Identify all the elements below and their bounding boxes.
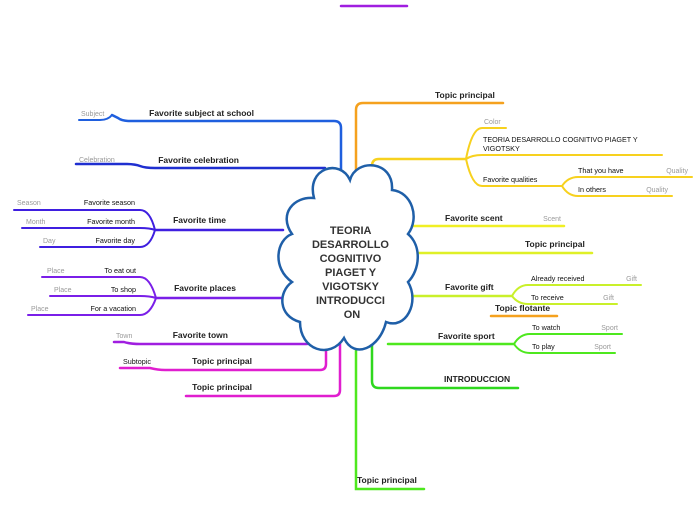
sub-line	[511, 284, 642, 297]
sub-topic: To receive	[531, 293, 564, 302]
sub-line	[13, 209, 156, 231]
center-line-2: DESARROLLO	[312, 239, 389, 251]
leaf-label: Place	[31, 306, 49, 313]
sub-line	[465, 154, 663, 160]
sub-topic: To watch	[532, 323, 560, 332]
branch-line	[370, 338, 520, 390]
branch-favorite-town[interactable]: Favorite town Town	[112, 328, 314, 346]
center-line-6: INTRODUCCI	[316, 295, 385, 307]
sub-line	[513, 343, 616, 354]
branch-topic-principal-top[interactable]: Topic principal	[354, 90, 505, 182]
sub-topic-long: TEORIA DESARROLLO COGNITIVO PIAGET Y VIG…	[483, 135, 640, 153]
branch-topic-principal-2[interactable]: Topic principal	[184, 338, 342, 398]
center-line-7: ON	[344, 309, 361, 321]
branch-line	[354, 101, 505, 182]
sub-line	[27, 297, 157, 316]
branch-title: Favorite places	[174, 283, 236, 293]
branch-topic-principal-right[interactable]: Topic principal	[414, 239, 594, 255]
branch-introduccion[interactable]: INTRODUCCION	[370, 338, 520, 390]
floating-topic-title: Topic flotante	[495, 303, 550, 313]
line-2: VIGOTSKY	[483, 144, 520, 153]
leaf-line	[561, 176, 693, 187]
branch-title: INTRODUCCION	[444, 374, 510, 384]
branch-title: Topic principal	[525, 239, 585, 249]
branch-title: Favorite time	[173, 215, 226, 225]
sub-topic: To shop	[111, 285, 136, 294]
sub-topic: Already received	[531, 274, 585, 283]
branch-title: Favorite town	[173, 330, 228, 340]
leaf-label: Season	[17, 200, 41, 207]
leaf-label: Place	[54, 287, 72, 294]
branch-line	[184, 338, 342, 398]
branch-line	[354, 338, 426, 491]
branch-title: Topic principal	[357, 475, 417, 485]
line-1: TEORIA DESARROLLO COGNITIVO PIAGET Y	[483, 135, 638, 144]
sub-topic: Favorite season	[84, 198, 135, 207]
leaf-label: Celebration	[79, 157, 115, 164]
center-line-5: VIGOTSKY	[322, 281, 380, 293]
leaf-topic: That you have	[578, 166, 624, 175]
leaf-label: Gift	[603, 295, 614, 302]
sub-line	[465, 158, 563, 187]
branch-title: Favorite celebration	[158, 155, 239, 165]
sub-topic: To play	[532, 342, 555, 351]
sub-line	[465, 127, 507, 160]
leaf-label: Sport	[594, 344, 611, 351]
central-topic-text: TEORIA DESARROLLO COGNITIVO PIAGET Y VIG…	[312, 225, 392, 321]
branch-title: Topic principal	[192, 356, 252, 366]
branch-amber[interactable]: Color TEORIA DESARROLLO COGNITIVO PIAGET…	[370, 119, 693, 197]
leaf-label: Town	[116, 333, 132, 340]
leaf-label: Subject	[81, 111, 104, 118]
leaf-line	[561, 185, 673, 197]
leaf-label: Place	[47, 268, 65, 275]
leaf-label: Quality	[646, 187, 668, 194]
leaf-label: Day	[43, 238, 56, 245]
sub-line	[41, 276, 157, 299]
branch-topic-principal-1[interactable]: Topic principal Subtopic	[118, 334, 328, 372]
sub-topic: For a vacation	[90, 304, 136, 313]
branch-title: Favorite scent	[445, 213, 503, 223]
center-line-3: COGNITIVO	[320, 253, 382, 265]
leaf-label: Sport	[601, 325, 618, 332]
central-topic[interactable]: TEORIA DESARROLLO COGNITIVO PIAGET Y VIG…	[277, 164, 419, 352]
branch-favorite-scent[interactable]: Favorite scent Scent	[410, 213, 566, 228]
branch-favorite-gift[interactable]: Favorite gift Already received Gift To r…	[410, 274, 642, 305]
leaf-label: Quality	[666, 168, 688, 175]
branch-favorite-celebration[interactable]: Favorite celebration Celebration	[74, 155, 327, 170]
leaf-label: Month	[26, 219, 46, 226]
leaf-label: Gift	[626, 276, 637, 283]
leaf-line	[78, 114, 113, 121]
branch-title: Favorite subject at school	[149, 108, 254, 118]
sub-line	[21, 227, 156, 231]
sub-topic: Favorite day	[95, 236, 135, 245]
branch-favorite-places[interactable]: Favorite places To eat out Place To shop…	[27, 266, 296, 316]
branch-line	[74, 162, 327, 170]
center-line-4: PIAGET Y	[325, 267, 377, 279]
sub-line	[511, 295, 618, 305]
branch-favorite-time[interactable]: Favorite time Favorite season Season Fav…	[13, 198, 285, 248]
sub-line	[39, 229, 156, 248]
branch-title: Topic principal	[192, 382, 252, 392]
branch-favorite-subject[interactable]: Favorite subject at school Subject	[78, 108, 343, 187]
sub-topic: Favorite month	[87, 217, 135, 226]
sub-line	[513, 333, 623, 345]
floating-topic[interactable]: Topic flotante	[489, 303, 559, 318]
leaf-label: Color	[484, 119, 501, 126]
sub-line	[49, 295, 157, 299]
branch-topic-principal-bottom[interactable]: Topic principal	[354, 338, 426, 491]
leaf-topic: In others	[578, 185, 606, 194]
leaf-label: Scent	[543, 216, 561, 223]
branch-line	[118, 334, 328, 372]
branch-favorite-sport[interactable]: Favorite sport To watch Sport To play Sp…	[386, 323, 623, 354]
branch-title: Favorite gift	[445, 282, 494, 292]
branch-line	[110, 113, 343, 187]
branch-title: Favorite sport	[438, 331, 495, 341]
sub-topic: Favorite qualities	[483, 175, 538, 184]
branch-title: Topic principal	[435, 90, 495, 100]
central-cloud-shape	[277, 164, 419, 352]
sub-topic: Subtopic	[123, 357, 151, 366]
sub-topic: To eat out	[104, 266, 136, 275]
center-line-1: TEORIA	[330, 225, 372, 237]
